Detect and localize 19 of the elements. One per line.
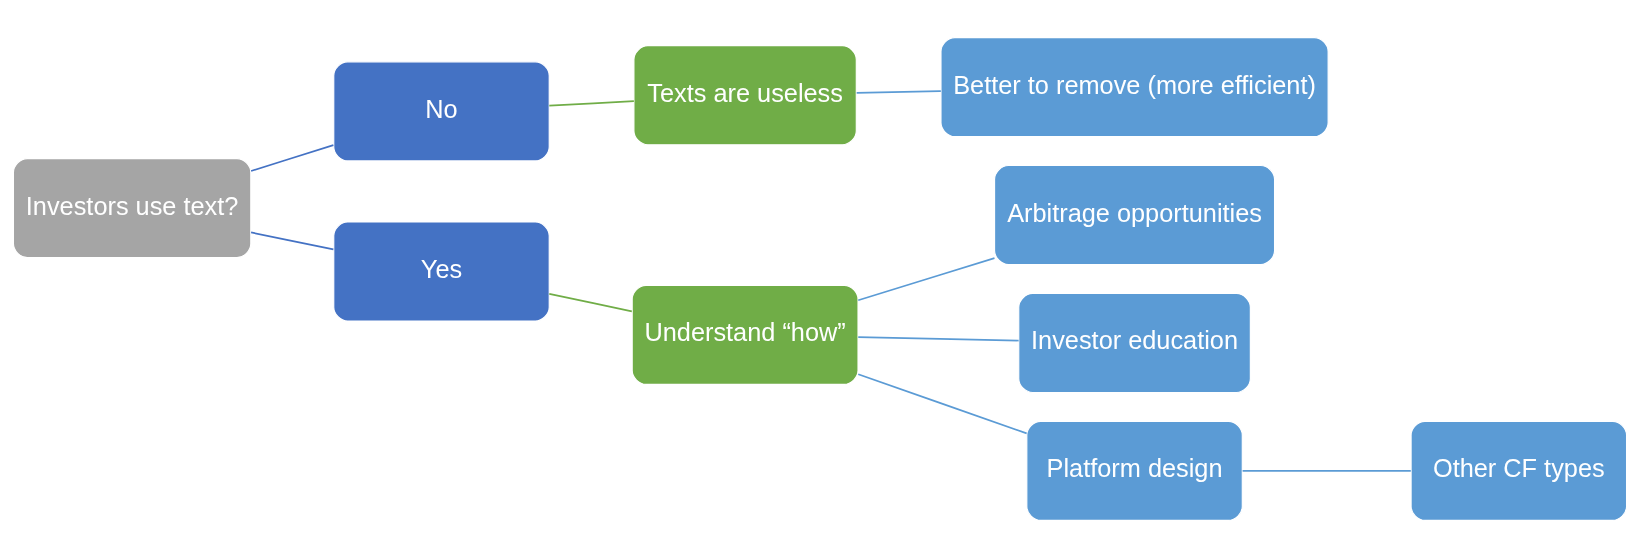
node-box: Other CF types <box>1410 420 1628 521</box>
connector <box>548 292 633 312</box>
connector <box>250 231 335 250</box>
node-box: Arbitrage opportunities <box>994 164 1276 265</box>
connector <box>1241 469 1412 472</box>
connector <box>250 143 335 172</box>
node-box: Investors use text? <box>12 157 252 258</box>
connector <box>857 335 1020 341</box>
node-box: Platform design <box>1026 420 1243 521</box>
connector <box>855 89 942 94</box>
connector <box>857 372 1028 434</box>
node-box: Investor education <box>1018 292 1251 393</box>
node-box: Yes <box>333 220 550 322</box>
node-box: Understand “how” <box>631 284 859 385</box>
connector <box>857 256 996 301</box>
node-box: No <box>333 60 550 161</box>
node-box: Texts are useless <box>633 44 857 145</box>
node-box: Better to remove (more efficient) <box>940 36 1329 137</box>
connector <box>548 99 635 106</box>
